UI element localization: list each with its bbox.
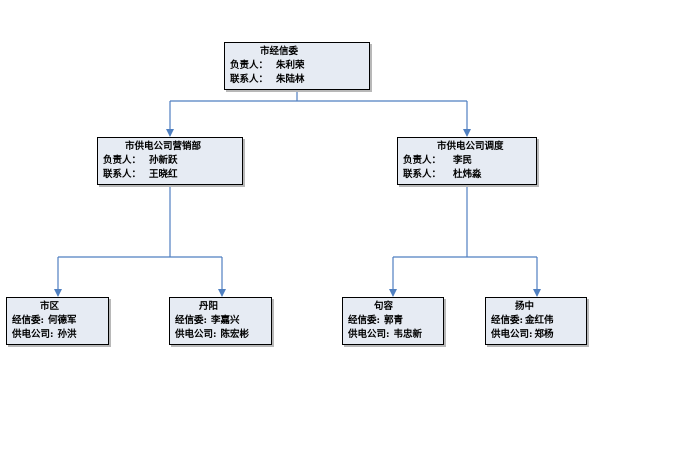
node-city-economic-commission: 市经信委 负责人： 朱利荣 联系人： 朱陆林 [224,42,370,90]
row-label: 供电公司: [491,329,533,340]
row-value: 李民 [453,155,473,166]
row-label: 负责人： [103,155,142,166]
node-row-contact: 联系人： 杜炜淼 [403,168,531,182]
row-label: 供电公司: [12,329,54,340]
row-value: 孙洪 [57,329,77,340]
node-title: 丹阳 [199,301,219,312]
row-value: 杜炜淼 [453,169,482,180]
row-value: 郑杨 [534,329,554,340]
node-row-contact: 联系人： 朱陆林 [230,73,364,87]
row-value: 李嘉兴 [211,315,240,326]
node-title: 市经信委 [260,46,299,57]
row-label: 联系人： [403,169,442,180]
node-title: 扬中 [515,301,535,312]
row-value: 孙新跃 [149,155,178,166]
node-row-power-company: 供电公司:郑杨 [491,328,581,342]
node-row-responsible: 负责人： 朱利荣 [230,59,364,73]
row-value: 何德军 [48,315,77,326]
row-label: 经信委: [348,315,381,326]
row-value: 韦忠新 [393,329,423,340]
row-label: 供电公司: [348,329,390,340]
row-label: 经信委: [491,315,524,326]
node-district-danyang: 丹阳 经信委:李嘉兴 供电公司:陈宏彬 [169,297,272,345]
row-value: 郭青 [384,315,404,326]
row-label: 经信委: [175,315,208,326]
row-label: 负责人： [230,60,269,71]
row-value: 王晓红 [149,169,178,180]
row-label: 联系人： [230,74,269,85]
node-row-contact: 联系人： 王晓红 [103,168,237,182]
row-value: 陈宏彬 [220,329,250,340]
node-row-commission: 经信委:何德军 [12,314,103,328]
node-title: 市供电公司调度 [437,141,504,152]
row-label: 经信委: [12,315,45,326]
row-label: 供电公司: [175,329,217,340]
node-district-yangzhong: 扬中 经信委:金红伟 供电公司:郑杨 [485,297,587,345]
node-title: 市供电公司营销部 [125,141,202,152]
node-row-commission: 经信委:李嘉兴 [175,314,266,328]
node-row-responsible: 负责人： 孙新跃 [103,154,237,168]
row-label: 负责人： [403,155,442,166]
row-value: 朱陆林 [276,74,305,85]
row-value: 金红伟 [525,315,554,326]
node-row-power-company: 供电公司:韦忠新 [348,328,438,342]
node-row-responsible: 负责人： 李民 [403,154,531,168]
node-power-dispatch: 市供电公司调度 负责人： 李民 联系人： 杜炜淼 [397,137,537,185]
node-power-marketing-dept: 市供电公司营销部 负责人： 孙新跃 联系人： 王晓红 [97,137,243,185]
row-label: 联系人： [103,169,142,180]
node-row-commission: 经信委:郭青 [348,314,438,328]
row-value: 朱利荣 [276,60,305,71]
node-row-power-company: 供电公司:孙洪 [12,328,103,342]
node-title: 句容 [374,301,394,312]
node-row-commission: 经信委:金红伟 [491,314,581,328]
node-district-shiqu: 市区 经信委:何德军 供电公司:孙洪 [6,297,109,345]
node-district-jurong: 句容 经信委:郭青 供电公司:韦忠新 [342,297,444,345]
node-title: 市区 [40,301,60,312]
node-row-power-company: 供电公司:陈宏彬 [175,328,266,342]
